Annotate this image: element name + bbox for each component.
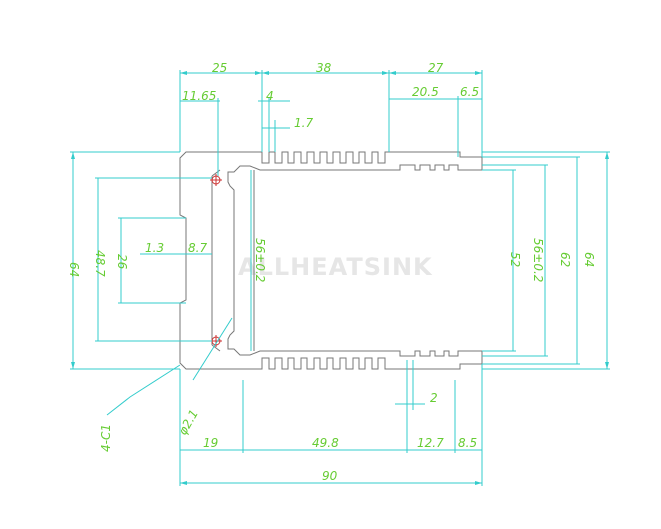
arrow (605, 362, 609, 369)
arrow (262, 71, 269, 75)
dim-1-3: 1.3 (145, 241, 164, 255)
dim-52: 52 (508, 252, 522, 267)
dim-19: 19 (203, 436, 218, 450)
arrow (475, 71, 482, 75)
leader-chamfer (106, 364, 181, 416)
dim-26: 26 (115, 254, 129, 270)
dim-4: 4 (266, 89, 274, 103)
chamfer-label: 4-C1 (99, 424, 113, 452)
dim-90: 90 (322, 469, 338, 483)
dim-2: 2 (430, 391, 438, 405)
arrow (382, 71, 389, 75)
dim-1-7: 1.7 (294, 116, 313, 130)
dim-62: 62 (558, 252, 572, 267)
watermark: ALLHEATSINK (238, 253, 433, 281)
dim-27: 27 (428, 61, 444, 75)
arrow (475, 481, 482, 485)
inner-wall-top (211, 169, 221, 177)
dim-38: 38 (316, 61, 332, 75)
arrow (180, 481, 187, 485)
arrow (605, 152, 609, 159)
dim-56-right: 56±0.2 (531, 238, 545, 282)
dimension-lines (70, 70, 610, 486)
arrow (255, 71, 262, 75)
dim-11-65: 11.65 (182, 89, 216, 103)
dim-48-7: 48.7 (93, 250, 107, 277)
dim-8-7: 8.7 (188, 241, 207, 255)
dim-12-7: 12.7 (417, 436, 444, 450)
dim-64-right: 64 (582, 252, 596, 267)
dim-8-5: 8.5 (458, 436, 477, 450)
arrow (180, 71, 187, 75)
outer-contour (179, 151, 483, 370)
arrow (389, 71, 396, 75)
arrow (71, 362, 75, 369)
dim-64-left: 64 (67, 262, 81, 277)
dim-6-5: 6.5 (460, 85, 479, 99)
arrowheads (71, 71, 609, 485)
leader-phi (192, 317, 233, 381)
profile-outline (179, 151, 483, 370)
inner-wall-bottom (211, 344, 221, 352)
dim-25: 25 (212, 61, 227, 75)
dim-49-8: 49.8 (312, 436, 339, 450)
dim-56-inner: 56±0.2 (253, 238, 267, 282)
dim-20-5: 20.5 (412, 85, 439, 99)
dim-phi: φ2.1 (175, 407, 201, 437)
arrow (71, 152, 75, 159)
